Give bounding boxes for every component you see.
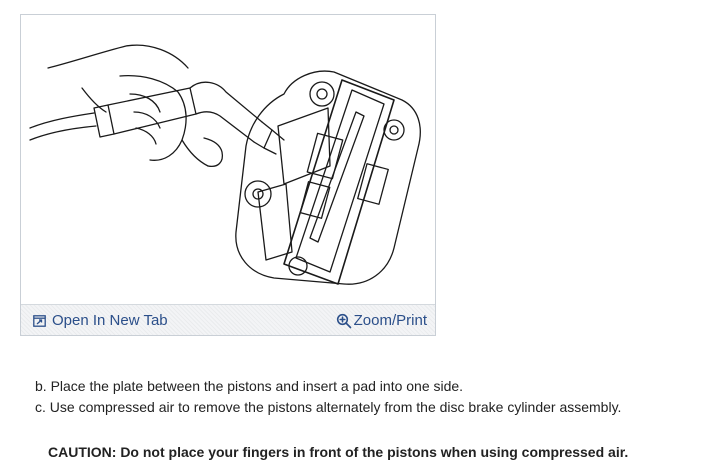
instruction-steps: b. Place the plate between the pistons a… — [35, 376, 621, 418]
open-in-new-tab-icon — [33, 314, 46, 327]
step-b: b. Place the plate between the pistons a… — [35, 378, 464, 394]
figure-frame: Open In New Tab Zoom/Print — [20, 14, 436, 336]
zoom-print-link[interactable]: Zoom/Print — [336, 312, 427, 329]
brake-caliper-illustration — [29, 44, 421, 285]
figure-toolbar: Open In New Tab Zoom/Print — [21, 304, 435, 335]
open-in-new-tab-label: Open In New Tab — [52, 312, 168, 329]
open-in-new-tab-link[interactable]: Open In New Tab — [33, 312, 168, 329]
zoom-print-label: Zoom/Print — [353, 312, 427, 329]
step-c: c. Use compressed air to remove the pist… — [35, 399, 622, 415]
caution-note: CAUTION: Do not place your fingers in fr… — [48, 444, 629, 460]
magnifier-icon — [336, 313, 352, 329]
